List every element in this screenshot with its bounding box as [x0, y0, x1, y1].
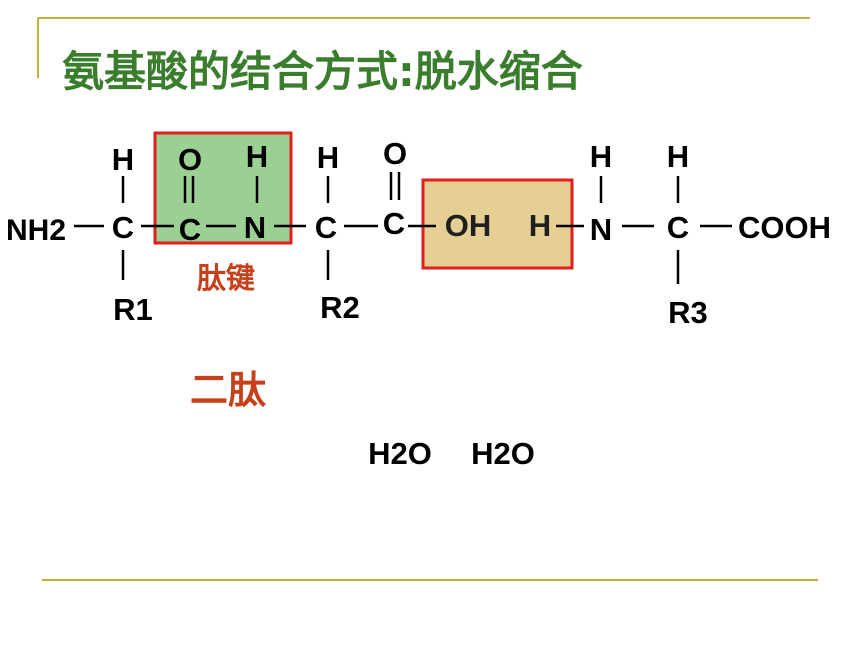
atom-r3: R3 — [668, 295, 708, 330]
dipeptide-label: 二肽 — [190, 368, 266, 412]
atom-h1: H — [112, 142, 134, 177]
water-label-1: H2O — [368, 436, 432, 471]
atom-o1: O — [178, 142, 202, 177]
peptide-bond-box — [153, 131, 293, 245]
atom-n1: N — [244, 210, 266, 245]
atom-h4: H — [529, 208, 551, 243]
atom-r1: R1 — [113, 292, 153, 327]
atom-c2: C — [179, 212, 201, 247]
atom-cooh: COOH — [738, 210, 831, 245]
bonds — [74, 172, 732, 284]
water-removal-box — [421, 178, 574, 270]
atom-h6: H — [667, 139, 689, 174]
atom-c1: C — [112, 210, 134, 245]
atom-h5: H — [590, 139, 612, 174]
slide-title: 氨基酸的结合方式:脱水缩合 — [62, 47, 583, 96]
atom-c5: C — [667, 210, 689, 245]
atom-c3: C — [315, 210, 337, 245]
water-label-2: H2O — [471, 436, 535, 471]
atom-h3: H — [317, 140, 339, 175]
atom-oh: OH — [445, 208, 492, 243]
atom-n2: N — [590, 212, 612, 247]
atom-nh2: NH2 — [6, 214, 66, 247]
atom-c4: C — [383, 206, 405, 241]
atom-o2: O — [383, 136, 407, 171]
peptide-bond-label: 肽键 — [197, 261, 255, 295]
atom-h2: H — [246, 139, 268, 174]
atom-r2: R2 — [320, 290, 360, 325]
